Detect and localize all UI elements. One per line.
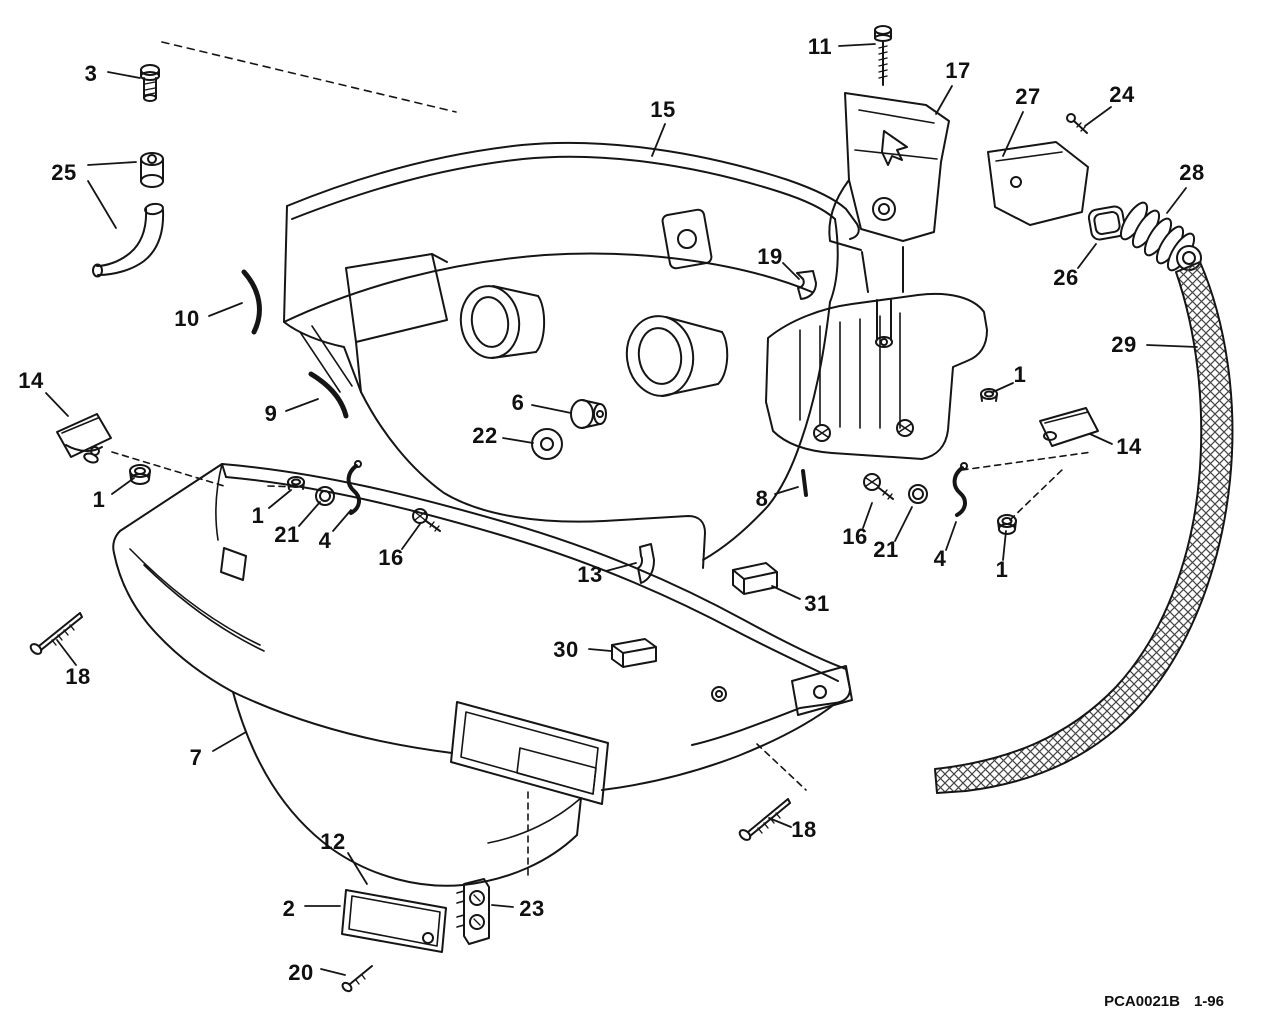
right-inner-section-drawing: [765, 197, 988, 460]
part-label-10-2: 10: [174, 306, 200, 331]
part-label-31-29: 31: [804, 591, 830, 616]
part-label-1-28: 1: [995, 557, 1009, 582]
part-label-27-17: 27: [1015, 84, 1041, 109]
fasteners-drawing: [29, 25, 1099, 993]
part-label-12-34: 12: [320, 829, 346, 854]
part-label-2-35: 2: [282, 896, 296, 921]
part-label-14-3: 14: [18, 368, 44, 393]
figure-date: 1-96: [1193, 993, 1224, 1010]
part-label-25-1: 25: [51, 160, 77, 185]
part-label-29-21: 29: [1111, 332, 1137, 357]
part-label-18-31: 18: [65, 664, 91, 689]
part-label-1-22: 1: [1013, 362, 1027, 387]
part-label-19-16: 19: [757, 244, 783, 269]
part-label-6-11: 6: [511, 390, 525, 415]
figure-footer: PCA0021B 1-96: [1104, 993, 1224, 1010]
part-label-4-27: 4: [933, 546, 947, 571]
part-label-3-0: 3: [84, 61, 98, 86]
part-label-17-15: 17: [945, 58, 971, 83]
part-label-8-24: 8: [755, 486, 769, 511]
part-label-30-30: 30: [553, 637, 579, 662]
part-label-28-20: 28: [1179, 160, 1205, 185]
part-label-15-10: 15: [650, 97, 676, 122]
figure-code: PCA0021B: [1104, 993, 1180, 1010]
part-label-26-19: 26: [1053, 265, 1079, 290]
part-label-16-9: 16: [378, 545, 404, 570]
lower-cowl-drawing: [112, 463, 853, 887]
air-duct-drawing: [828, 92, 1202, 272]
part-label-24-18: 24: [1109, 82, 1135, 107]
part-label-23-36: 23: [519, 896, 545, 921]
leader-lines: [45, 43, 1198, 976]
seal-strip-drawing: [934, 261, 1234, 794]
part-label-13-13: 13: [577, 562, 603, 587]
part-label-4-8: 4: [318, 528, 332, 553]
part-label-1-4: 1: [92, 487, 106, 512]
part-label-1-6: 1: [251, 503, 265, 528]
part-label-22-12: 22: [472, 423, 498, 448]
upper-cowl-drawing: [283, 141, 860, 569]
part-label-9-5: 9: [264, 401, 278, 426]
part-label-7-32: 7: [189, 745, 203, 770]
part-label-20-37: 20: [288, 960, 314, 985]
part-label-16-25: 16: [842, 524, 868, 549]
assembly-dashed-lines: [111, 41, 1093, 879]
part-label-21-7: 21: [274, 522, 300, 547]
part-label-18-33: 18: [791, 817, 817, 842]
part-label-11-14: 11: [807, 34, 833, 59]
part-label-21-26: 21: [873, 537, 899, 562]
part-label-14-23: 14: [1116, 434, 1142, 459]
